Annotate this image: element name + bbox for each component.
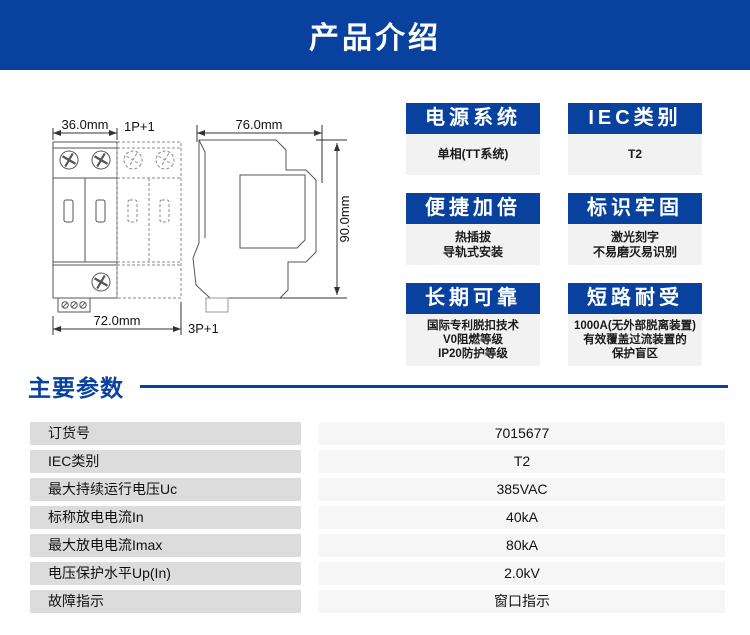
param-label: 标称放电电流In	[30, 506, 301, 529]
param-value: 窗口指示	[319, 590, 725, 613]
table-row: 最大持续运行电压Uc 385VAC	[30, 478, 725, 501]
feature-box-iec-class: IEC类别 T2	[568, 103, 702, 175]
dim-total-config-label: 3P+1	[188, 321, 219, 336]
param-label: 电压保护水平Up(In)	[30, 562, 301, 585]
feature-box-long-term-reliable: 长期可靠 国际专利脱扣技术 V0阻燃等级 IP20防护等级	[406, 283, 540, 366]
page-header: 产品介绍	[0, 0, 750, 70]
feature-body: 国际专利脱扣技术 V0阻燃等级 IP20防护等级	[406, 314, 540, 366]
feature-line: 激光刻字	[610, 229, 659, 244]
param-label: 订货号	[30, 422, 301, 445]
indicator-window	[95, 199, 106, 223]
feature-body: 激光刻字 不易磨灭易识别	[568, 224, 702, 265]
section-title: 主要参数	[28, 375, 124, 401]
table-row: 最大放电电流Imax 80kA	[30, 534, 725, 557]
feature-body: 单相(TT系统)	[406, 134, 540, 175]
feature-line: 保护盲区	[612, 348, 658, 360]
param-label: 最大放电电流Imax	[30, 534, 301, 557]
param-value: 40kA	[319, 506, 725, 529]
param-label: 故障指示	[30, 590, 301, 613]
feature-title: 短路耐受	[568, 283, 702, 314]
section-title-rule	[140, 385, 728, 388]
feature-grid: 电源系统 单相(TT系统) IEC类别 T2 便捷加倍 热插拔 导轨式安装 标识…	[406, 103, 702, 366]
din-rail-foot	[205, 297, 229, 313]
feature-title: 长期可靠	[406, 283, 540, 314]
feature-title: IEC类别	[568, 103, 702, 134]
indicator-window	[127, 199, 138, 223]
feature-line: 国际专利脱扣技术	[427, 320, 519, 332]
dim-total-width-label: 72.0mm	[94, 313, 141, 328]
feature-line: 1000A(无外部脱离装置)	[573, 320, 697, 332]
screw-icon	[91, 150, 111, 170]
feature-body: T2	[568, 134, 702, 175]
dim-front-config-label: 1P+1	[124, 119, 155, 134]
feature-line: 有效覆盖过流装置的	[583, 334, 687, 346]
feature-line: 导轨式安装	[442, 244, 503, 259]
feature-line: 热插拔	[454, 229, 491, 244]
feature-line: T2	[627, 147, 642, 161]
param-value: 7015677	[319, 422, 725, 445]
screw-icon	[91, 272, 111, 292]
dimension-lines	[52, 125, 347, 335]
screw-icon	[59, 150, 79, 170]
feature-body: 1000A(无外部脱离装置) 有效覆盖过流装置的 保护盲区	[568, 314, 702, 366]
params-table: 订货号 7015677 IEC类别 T2 最大持续运行电压Uc 385VAC 标…	[30, 422, 725, 618]
feature-line: IP20防护等级	[438, 348, 508, 360]
param-label: IEC类别	[30, 450, 301, 473]
param-value: 2.0kV	[319, 562, 725, 585]
dim-side-height-label: 90.0mm	[337, 196, 352, 243]
dim-front-width-label: 36.0mm	[62, 117, 109, 132]
feature-box-easy-install: 便捷加倍 热插拔 导轨式安装	[406, 193, 540, 265]
feature-title: 标识牢固	[568, 193, 702, 224]
feature-box-short-circuit: 短路耐受 1000A(无外部脱离装置) 有效覆盖过流装置的 保护盲区	[568, 283, 702, 366]
screw-icon	[155, 150, 175, 170]
feature-line: 单相(TT系统)	[437, 147, 509, 161]
feature-box-power-system: 电源系统 单相(TT系统)	[406, 103, 540, 175]
table-row: 订货号 7015677	[30, 422, 725, 445]
front-view-extension-dashed	[116, 141, 182, 299]
terminal-connector	[57, 297, 91, 313]
front-view-solid	[52, 141, 118, 313]
indicator-window	[63, 199, 74, 223]
param-value: 80kA	[319, 534, 725, 557]
technical-drawing: 36.0mm 1P+1 72.0mm 3P+1 76.0mm 90.0mm	[52, 117, 352, 336]
param-label: 最大持续运行电压Uc	[30, 478, 301, 501]
feature-title: 便捷加倍	[406, 193, 540, 224]
feature-body: 热插拔 导轨式安装	[406, 224, 540, 265]
feature-box-durable-marking: 标识牢固 激光刻字 不易磨灭易识别	[568, 193, 702, 265]
table-row: 故障指示 窗口指示	[30, 590, 725, 613]
param-value: 385VAC	[319, 478, 725, 501]
table-row: IEC类别 T2	[30, 450, 725, 473]
feature-line: 不易磨灭易识别	[592, 244, 677, 259]
feature-title: 电源系统	[406, 103, 540, 134]
side-view	[192, 139, 317, 313]
param-value: T2	[319, 450, 725, 473]
table-row: 标称放电电流In 40kA	[30, 506, 725, 529]
page-title: 产品介绍	[309, 22, 441, 55]
dim-side-width-label: 76.0mm	[236, 117, 283, 132]
feature-line: V0阻燃等级	[442, 334, 504, 346]
indicator-window	[159, 199, 170, 223]
table-row: 电压保护水平Up(In) 2.0kV	[30, 562, 725, 585]
screw-icon	[123, 150, 143, 170]
